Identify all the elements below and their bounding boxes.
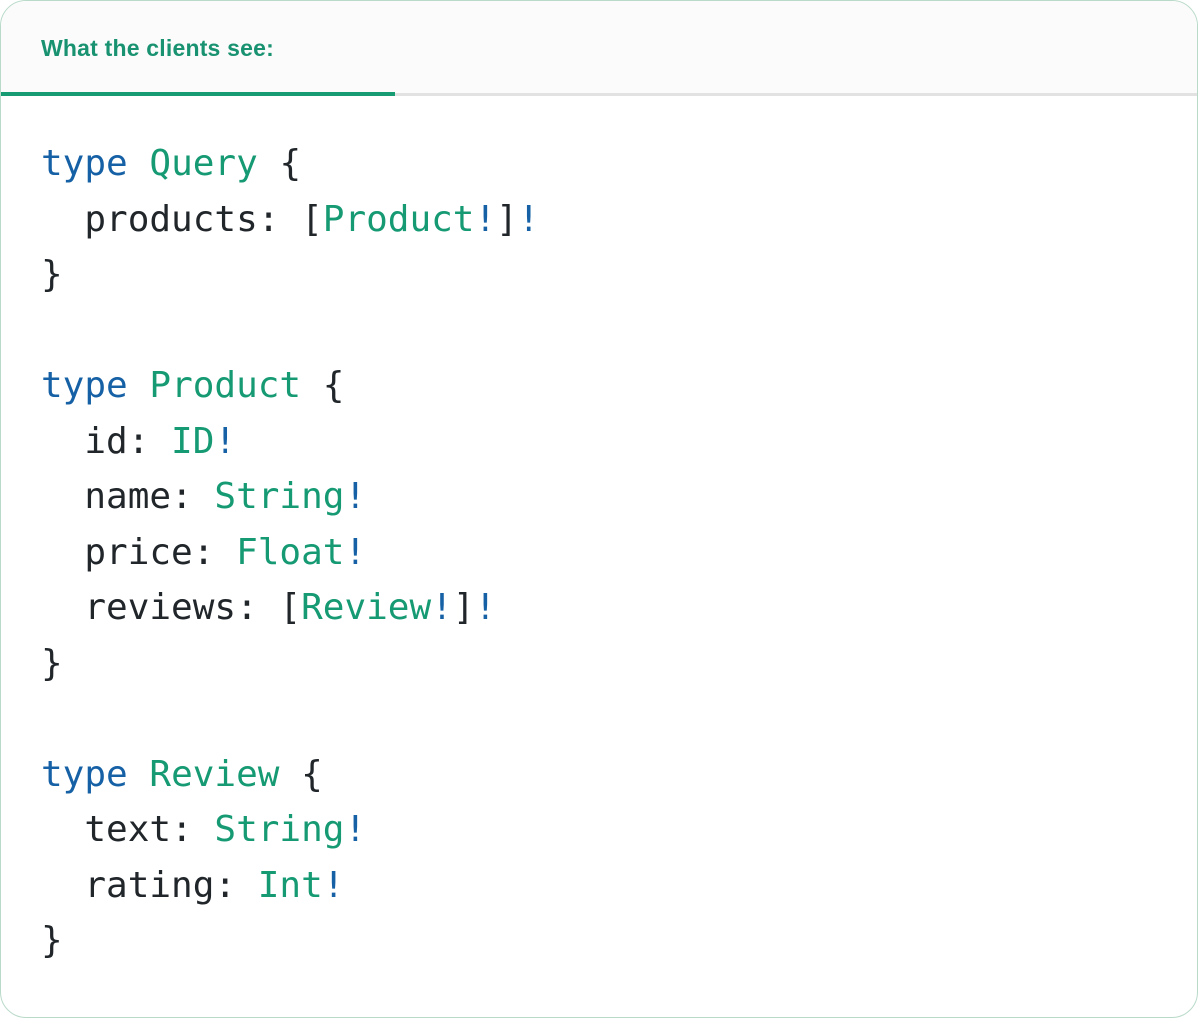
code-token: ! — [344, 476, 367, 517]
code-line: type Review { — [41, 747, 1157, 803]
code-token: type — [41, 365, 128, 406]
code-token: { — [257, 143, 302, 184]
code-token: ] — [452, 587, 475, 628]
tab-clients-view[interactable]: What the clients see: — [41, 1, 274, 96]
code-token: Product — [149, 365, 302, 406]
code-token — [128, 143, 150, 184]
code-line: text: String! — [41, 802, 1157, 858]
code-token: price: — [41, 531, 237, 573]
code-line — [41, 303, 1157, 359]
code-token: Review — [149, 753, 280, 795]
code-token: { — [301, 365, 345, 406]
code-token: ! — [474, 198, 497, 240]
code-token: ! — [214, 420, 237, 462]
code-line: reviews: [Review!]! — [41, 580, 1157, 636]
card-header: What the clients see: — [1, 1, 1197, 96]
code-token: Int — [257, 864, 323, 906]
code-token — [128, 365, 150, 406]
code-token: Float — [236, 531, 345, 573]
code-token: ! — [474, 587, 497, 628]
header-divider — [1, 93, 1197, 96]
code-line: } — [41, 247, 1157, 303]
code-token: ! — [344, 809, 367, 850]
code-token: type — [41, 753, 128, 795]
code-line: products: [Product!]! — [41, 192, 1157, 248]
code-token: type — [41, 143, 128, 184]
graphql-schema-code: type Query { products: [Product!]!} type… — [1, 96, 1197, 969]
code-token: rating: — [41, 864, 258, 906]
code-line: price: Float! — [41, 525, 1157, 581]
code-line — [41, 691, 1157, 747]
code-token — [128, 754, 150, 795]
code-token: } — [41, 642, 63, 684]
code-token: ! — [322, 864, 345, 906]
code-token: id: — [41, 420, 172, 462]
code-token: ! — [344, 531, 367, 573]
code-line: name: String! — [41, 469, 1157, 525]
code-line: } — [41, 913, 1157, 969]
code-token: Review — [301, 587, 432, 628]
code-token: ! — [431, 587, 453, 628]
code-token: { — [279, 753, 323, 795]
code-token: ! — [517, 198, 540, 240]
code-token: text: — [41, 809, 215, 850]
code-token: String — [214, 476, 345, 517]
code-line: id: ID! — [41, 414, 1157, 470]
code-token: name: — [41, 476, 215, 517]
code-line: } — [41, 636, 1157, 692]
code-token: Product — [322, 198, 475, 240]
code-token: ID — [171, 420, 215, 462]
active-tab-underline — [1, 92, 395, 96]
code-line: rating: Int! — [41, 858, 1157, 914]
code-token: } — [41, 254, 63, 295]
code-token: String — [214, 809, 345, 850]
code-line: type Product { — [41, 358, 1157, 414]
code-line: type Query { — [41, 136, 1157, 192]
code-token: Query — [149, 143, 258, 184]
code-token: } — [41, 920, 63, 961]
code-token: ] — [496, 198, 518, 240]
tab-label: What the clients see: — [41, 35, 274, 61]
code-token: products: [ — [41, 198, 323, 240]
code-token: reviews: [ — [41, 587, 302, 628]
